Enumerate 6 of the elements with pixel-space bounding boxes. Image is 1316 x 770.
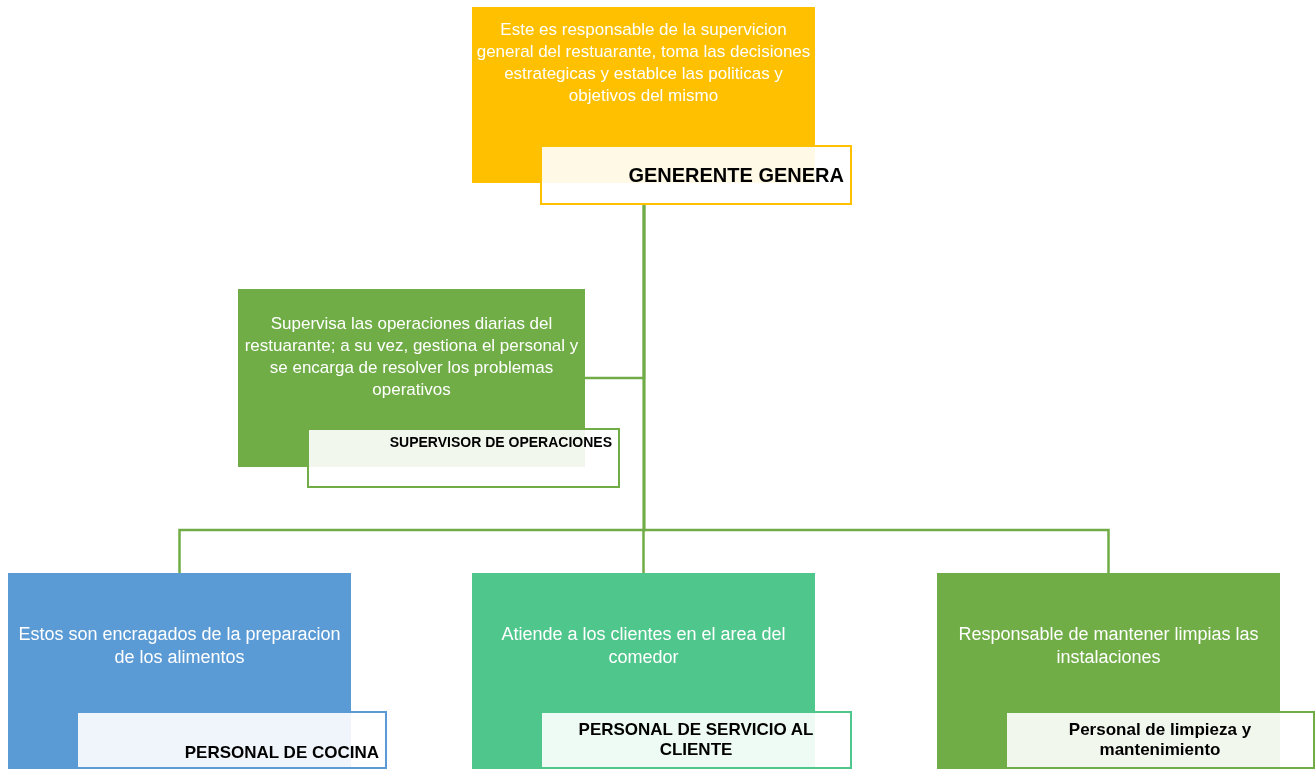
role-title: Personal de limpieza y mantenimiento	[1005, 711, 1315, 769]
role-title: PERSONAL DE COCINA	[76, 711, 387, 769]
role-title: GENERENTE GENERA	[540, 145, 852, 205]
role-title: SUPERVISOR DE OPERACIONES	[307, 428, 620, 488]
connector-line	[642, 205, 1110, 573]
role-title: PERSONAL DE SERVICIO AL CLIENTE	[540, 711, 852, 769]
